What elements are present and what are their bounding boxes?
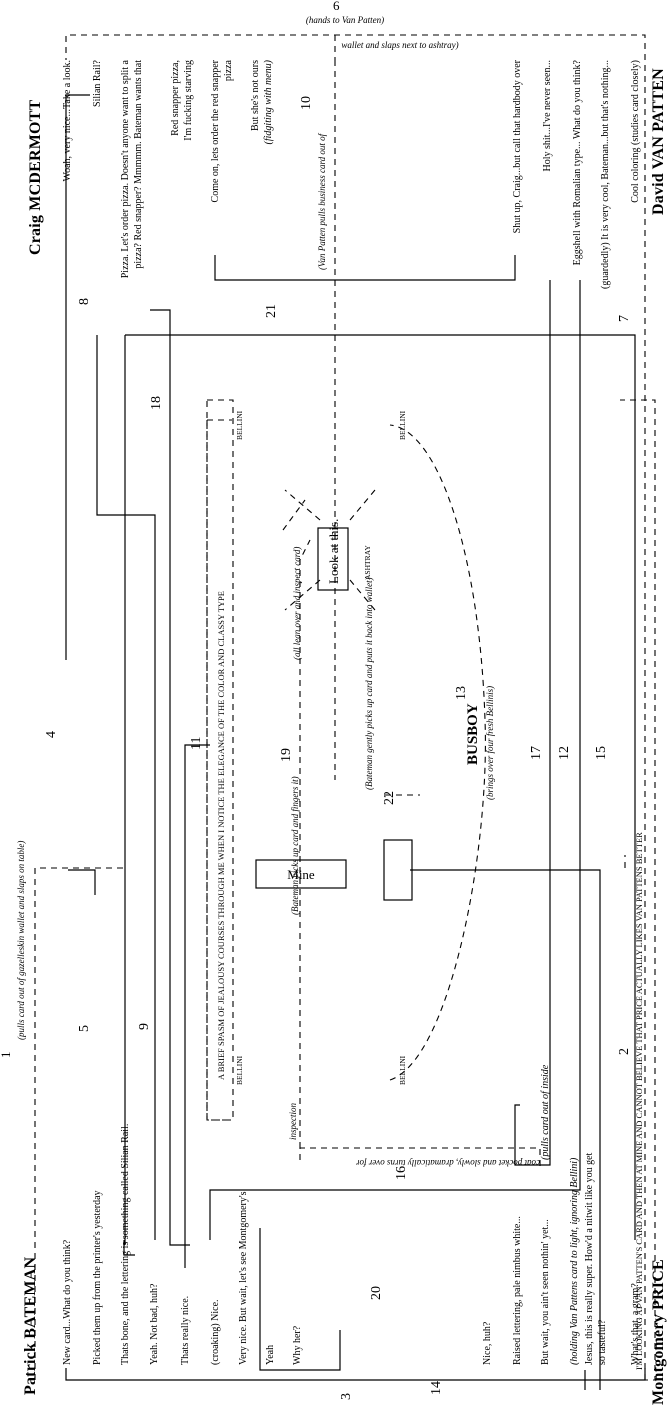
num-10: 10	[299, 96, 314, 110]
mcdermott-line-10: (fidgiting with menu)	[263, 59, 274, 144]
ashtray-label: ASHTRAY	[363, 545, 372, 580]
num-14: 14	[429, 1381, 444, 1395]
table-items: BELLINI BELLINI BELLINI BELLINI ASHTRAY …	[235, 410, 407, 1085]
num-1: 1	[0, 1052, 13, 1059]
bellini-1: BELLINI	[235, 1055, 244, 1085]
num-12: 12	[557, 746, 572, 760]
bateman-line-6: (croaking) Nice.	[210, 1299, 221, 1365]
heading-mcdermott: Craig MCDERMOTT	[27, 99, 44, 255]
look-card	[317, 527, 349, 591]
num-13: 13	[454, 686, 469, 700]
heading-bateman: Patrick BATEMAN	[22, 1257, 39, 1395]
price-line-2: Why her?	[292, 1325, 303, 1365]
mcdermott-line-5: Red snapper pizza,	[170, 60, 181, 136]
stage-hands-to-vp: (hands to Van Patten)	[306, 15, 384, 25]
mine-label: Mine	[287, 867, 315, 882]
vanpatten-line-4: (guardedly) It is very cool, Bateman...b…	[600, 60, 611, 289]
num-3: 3	[339, 1393, 354, 1400]
num-9: 9	[137, 1023, 152, 1030]
num-22: 22	[382, 791, 397, 805]
bateman-dialogue: New card...What do you think? Picked the…	[62, 1124, 249, 1365]
num-8: 8	[77, 298, 92, 305]
mine-card	[255, 859, 347, 889]
mcdermott-line-3: Pizza. Let's order pizza. Doesn't anyone…	[120, 59, 131, 278]
stage-bateman-picks: (Bateman picks up card and fingers it)	[290, 776, 300, 915]
vanpatten-line-1: Shut up, Craig...but call that hardbody …	[512, 59, 523, 233]
bellini-3: BELLINI	[398, 1055, 407, 1085]
price-line-1: Yeah	[265, 1345, 276, 1365]
mcdermott-line-4: pizza? Red snapper? Mmmmm. Bateman wants…	[133, 60, 144, 269]
price-line-8: Jesus, this is really super. How'd a nit…	[584, 1152, 595, 1365]
stage-vp-pulls-1: wallet and slaps next to ashtray)	[341, 40, 458, 50]
stage-bateman-gently: (Bateman gently picks up card and puts i…	[364, 577, 374, 790]
price-line-9: so tasteful?	[597, 1319, 608, 1365]
num-2: 2	[617, 1048, 632, 1055]
mcdermott-line-9: But she's not ours	[250, 60, 261, 131]
heading-busboy: BUSBOY	[465, 703, 481, 765]
bateman-line-2: Picked them up from the printer's yester…	[92, 1190, 103, 1365]
vanpatten-line-5: Cool coloring (studies card closely)	[630, 60, 641, 203]
num-6: 6	[333, 0, 340, 13]
num-15: 15	[594, 746, 609, 760]
price-line-4: Raised lettering, pale nimbus white...	[512, 1216, 523, 1365]
bellini-2: BELLINI	[235, 410, 244, 440]
vanpatten-line-3: Eggshell with Romalian type... What do y…	[572, 59, 583, 265]
price-line-5: But wait, you ain't seen nothin' yet...	[540, 1219, 551, 1365]
vanpatten-dialogue: Shut up, Craig...but call that hardbody …	[512, 59, 641, 289]
vanpatten-card-box	[383, 839, 413, 901]
stage-coat-pocket: coat pocket and slowly, dramatically tur…	[356, 1158, 540, 1168]
price-line-10: What's that, a gram?	[630, 1283, 641, 1365]
price-line-7: (holding Van Pattens card to light, igno…	[569, 1157, 580, 1365]
bateman-line-4: Yeah. Not bad, huh?	[149, 1283, 160, 1365]
stage-inspection: inspection	[288, 1103, 298, 1140]
bateman-line-3: Thats bone, and the lettering is somethi…	[120, 1124, 131, 1365]
num-19: 19	[279, 748, 294, 762]
mcdermott-line-1: Woah, very nice...Take a look.	[62, 60, 73, 182]
stage-looking: I'M LOOKING AT VAN PATTEN'S CARD AND THE…	[634, 832, 644, 1370]
mcdermott-dialogue: Woah, very nice...Take a look. Silian Ra…	[62, 59, 274, 278]
mcdermott-line-8: pizza	[223, 59, 234, 81]
heading-vanpatten: David VAN PATTEN	[650, 68, 667, 215]
num-17: 17	[529, 746, 544, 760]
num-21: 21	[264, 304, 279, 318]
bateman-line-7: Very nice. But wait, let's see Montgomer…	[238, 1191, 249, 1365]
stage-all-lean: (all lean over and inspect card)	[292, 547, 302, 660]
bateman-line-5: Thats really nice.	[180, 1296, 191, 1365]
num-7: 7	[617, 315, 632, 322]
stage-vp-pulls-2: (Van Patten pulls business card out of	[317, 132, 327, 270]
num-11: 11	[189, 737, 204, 750]
num-18: 18	[149, 396, 164, 410]
stage-spasm: A BRIEF SPASM OF JEALOUSY COURSES THROUG…	[216, 591, 226, 1080]
num-5: 5	[77, 1025, 92, 1032]
price-line-6: (pulls card out of inside	[540, 1064, 551, 1160]
stage-directions: (pulls card out of gazelleskin wallet an…	[16, 15, 644, 1370]
number-labels: 1 2 3 4 5 6 7 8 9 10 11 12 13 14 15 16 1…	[0, 0, 632, 1400]
mcdermott-line-2: Silian Rail?	[92, 59, 103, 107]
stage-pulls-bateman: (pulls card out of gazelleskin wallet an…	[16, 841, 26, 1040]
bateman-line-1: New card...What do you think?	[62, 1239, 73, 1365]
num-20: 20	[369, 1286, 384, 1300]
look-label: Look at this.	[326, 519, 341, 584]
connector-lines	[34, 34, 656, 1390]
stage-brings-bellinis: (brings over four fresh Bellinis)	[485, 686, 495, 800]
num-16: 16	[394, 1166, 409, 1180]
character-headings: Patrick BATEMAN Craig MCDERMOTT Montgome…	[22, 68, 667, 1405]
bellini-4: BELLINI	[398, 410, 407, 440]
num-4: 4	[44, 731, 59, 738]
heading-price: Montgomery PRICE	[650, 1259, 667, 1405]
price-line-3: Nice, huh?	[482, 1321, 493, 1365]
price-dialogue: Yeah Why her? Nice, huh? Raised letterin…	[265, 1064, 641, 1365]
mcdermott-line-7: Come on, lets order the red snapper	[210, 59, 221, 202]
mcdermott-line-6: I'm fucking starving	[183, 60, 194, 141]
vanpatten-line-2: Holy shit...I've never seen...	[542, 60, 553, 172]
